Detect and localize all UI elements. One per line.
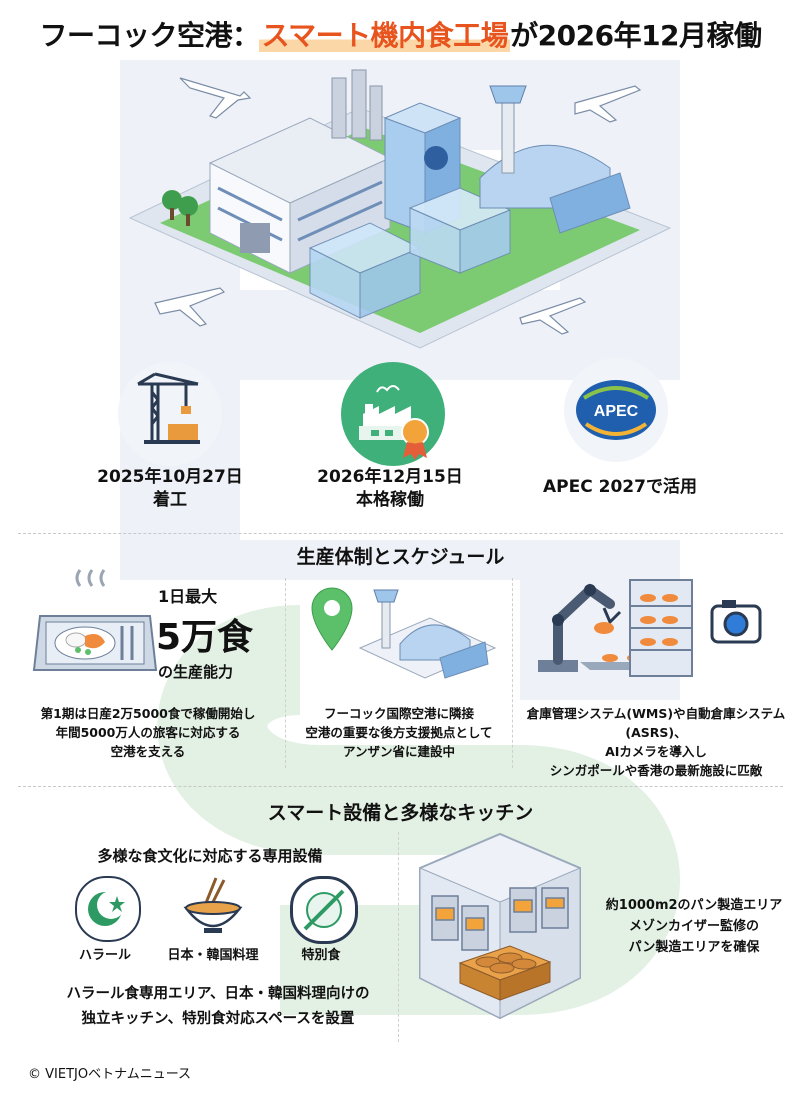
kitchen-label-japanese-korean: 日本・韓国料理 [167, 948, 259, 963]
milestone-1-date: 2025年10月27日 [97, 467, 243, 487]
production-line-2: 年間5000万人の旅客に対応する [55, 725, 241, 740]
column-separator-2 [512, 578, 513, 768]
section2-title: スマート設備と多様なキッチン [267, 802, 534, 824]
location-line-3: アンザン省に建設中 [342, 744, 455, 759]
robot-arm-warehouse-icon [538, 579, 762, 677]
milestone-2-label: 本格稼働 [356, 490, 424, 510]
location-line-1: フーコック国際空港に隣接 [323, 706, 474, 721]
milestone-1-label: 着工 [153, 490, 187, 510]
location-line-2: 空港の重要な後方支援拠点として [305, 725, 493, 740]
column-separator-1 [285, 578, 286, 768]
bakery-line-3: パン製造エリアを確保 [628, 940, 760, 955]
kitchen-text: ハラール食専用エリア、日本・韓国料理向けの 独立キッチン、特別食対応スペースを設… [38, 982, 398, 1032]
smart-systems-line-2: AIカメラを導入し [605, 744, 707, 759]
page-title: フーコック空港：スマート機内食工場が2026年12月稼働 [0, 14, 801, 54]
bakery-room-illustration [419, 832, 581, 1020]
milestone-2: 2026年12月15日 本格稼働 [300, 466, 480, 512]
crane-icon [118, 362, 222, 466]
smart-systems-line-3: シンガポールや香港の最新施設に匹敵 [549, 763, 763, 778]
apec-logo-text: APEC [594, 403, 639, 420]
smart-systems-text: 倉庫管理システム(WMS)や自動倉庫システム(ASRS)、 AIカメラを導入し … [515, 704, 797, 780]
column-separator-3 [398, 832, 399, 1042]
bakery-text: 約1000m2のパン製造エリア メゾンカイザー監修の パン製造エリアを確保 [594, 895, 794, 958]
airport-location-icon [311, 587, 497, 679]
kitchen-label-halal: ハラール [78, 948, 131, 963]
bowl-chopsticks-icon [180, 874, 246, 940]
milestone-3-label: APEC 2027で活用 [543, 477, 697, 497]
production-line-1: 第1期は日産2万5000食で稼働開始し [40, 706, 256, 721]
bakery-line-2: メゾンカイザー監修の [628, 919, 759, 934]
capacity-value: 5万食 [156, 617, 254, 658]
apec-logo: APEC [564, 358, 668, 462]
special-meal-icon [290, 876, 358, 944]
section2-subtitle: 多様な食文化に対応する専用設備 [97, 847, 323, 865]
divider-1 [18, 533, 783, 534]
section1-title: 生産体制とスケジュール [296, 546, 505, 568]
title-suffix: が2026年12月稼働 [510, 19, 762, 52]
milestone-3: APEC 2027で活用 [520, 476, 720, 499]
meal-tray-icon [32, 569, 158, 671]
kitchen-line-2: 独立キッチン、特別食対応スペースを設置 [81, 1011, 355, 1027]
title-prefix: フーコック空港： [39, 19, 260, 52]
milestone-2-date: 2026年12月15日 [317, 467, 463, 487]
copyright-credit: © VIETJOベトナムニュース [28, 1067, 192, 1082]
capacity-prefix: 1日最大 [158, 587, 218, 606]
divider-2 [18, 786, 783, 787]
crescent-star-icon [75, 876, 141, 942]
kitchen-line-1: ハラール食専用エリア、日本・韓国料理向けの [66, 986, 370, 1002]
smart-systems-line-1: 倉庫管理システム(WMS)や自動倉庫システム(ASRS)、 [526, 706, 786, 740]
factory-award-icon [341, 362, 445, 466]
production-text: 第1期は日産2万5000食で稼働開始し 年間5000万人の旅客に対応する 空港を… [18, 704, 278, 761]
production-line-3: 空港を支える [110, 744, 186, 759]
location-text: フーコック国際空港に隣接 空港の重要な後方支援拠点として アンザン省に建設中 [288, 704, 510, 761]
kitchen-label-special: 特別食 [301, 948, 341, 963]
milestone-1: 2025年10月27日 着工 [80, 466, 260, 512]
capacity-suffix: の生産能力 [158, 663, 234, 681]
facility-illustration [128, 69, 672, 349]
title-highlight: スマート機内食工場 [259, 19, 511, 52]
bakery-line-1: 約1000m2のパン製造エリア [605, 898, 783, 913]
